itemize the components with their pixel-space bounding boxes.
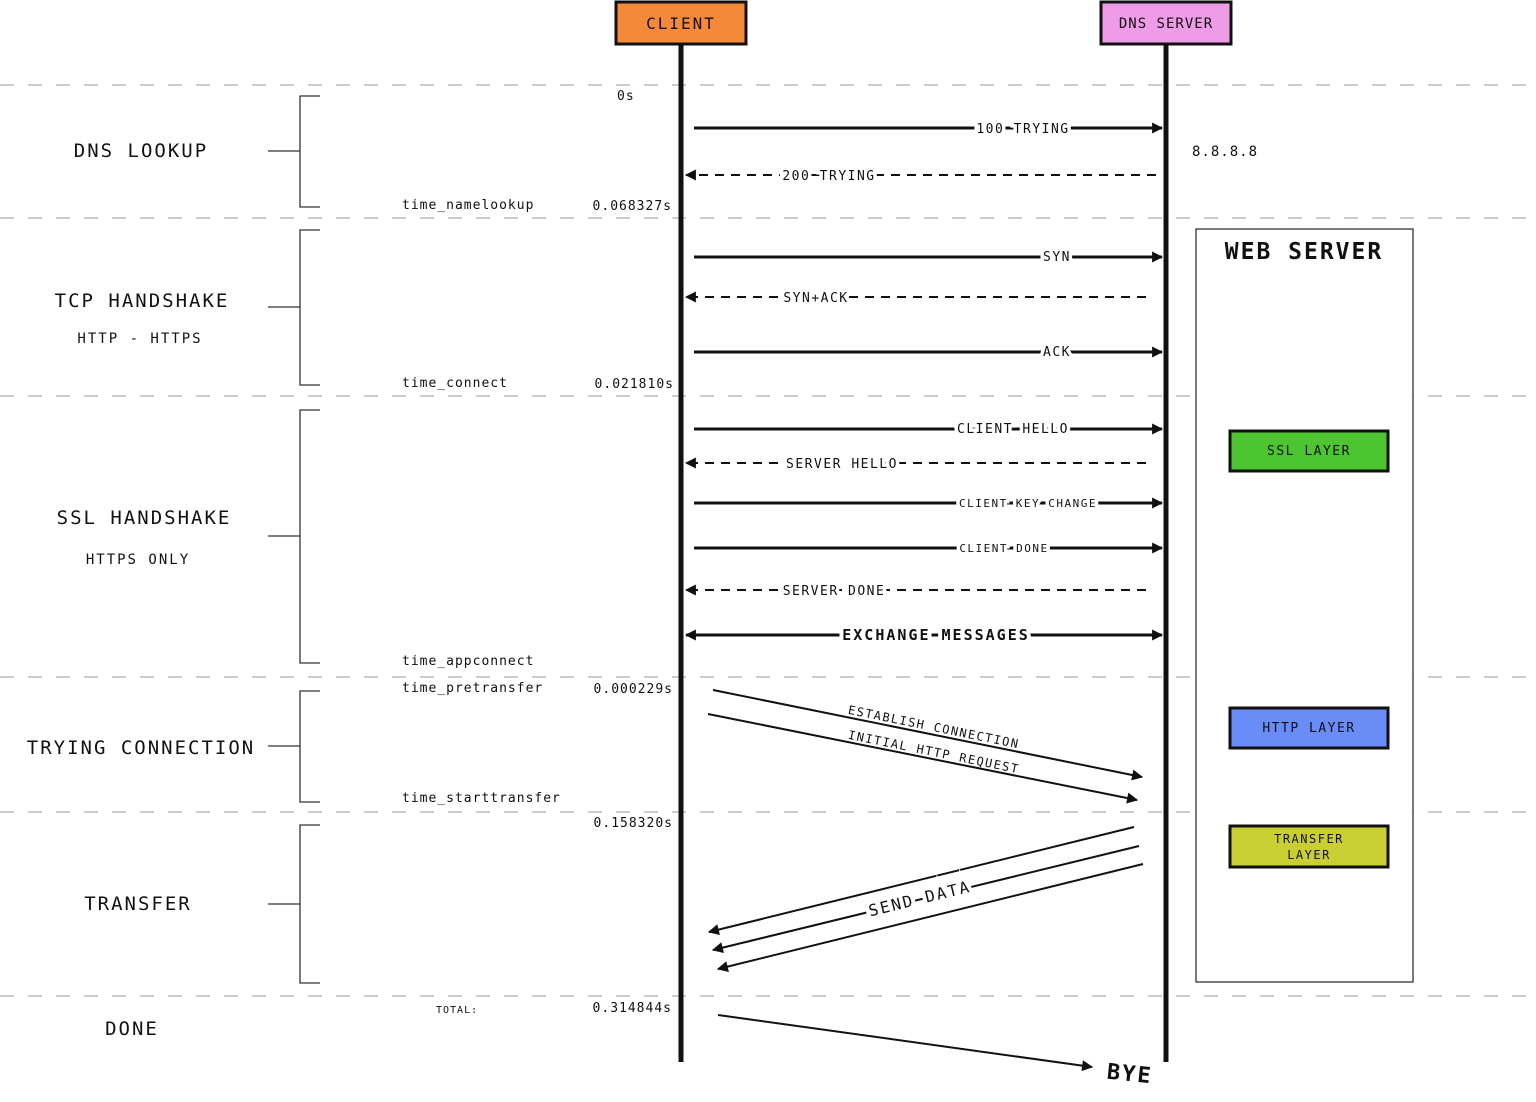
label-client-done: CLIENT DONE xyxy=(959,542,1048,555)
phase-label-transfer: TRANSFER xyxy=(84,893,192,915)
phase-sublabel-ssl-handshake: HTTPS ONLY xyxy=(86,552,190,568)
web-server-box xyxy=(1195,228,1414,983)
dns-server-actor-label: DNS SERVER xyxy=(1119,16,1213,32)
label-dns-response: 200 TRYING xyxy=(782,169,875,184)
metric-label-connect: time_connect xyxy=(402,376,508,391)
ssl-layer-label: SSL LAYER xyxy=(1267,444,1351,459)
metric-label-total: TOTAL: xyxy=(436,1005,478,1016)
label-syn: SYN xyxy=(1043,250,1071,265)
arrow-establish-connection xyxy=(712,689,1144,781)
label-server-hello: SERVER HELLO xyxy=(786,457,898,472)
http-layer-label: HTTP LAYER xyxy=(1262,721,1355,736)
dns-server-actor-box xyxy=(1099,0,1233,46)
arrow-bye xyxy=(717,1014,1094,1072)
metric-value-starttransfer: 0.158320s xyxy=(594,816,673,831)
phase-label-done: DONE xyxy=(105,1018,159,1040)
label-ack: ACK xyxy=(1043,345,1071,360)
arrow-send-data-3 xyxy=(716,863,1144,972)
metric-value-connect: 0.021810s xyxy=(595,377,674,392)
phase-label-dns-lookup: DNS LOOKUP xyxy=(74,140,208,162)
transfer-layer-label-line2: LAYER xyxy=(1287,848,1331,862)
arrow-send-data-2 xyxy=(711,845,1140,953)
message-arrows xyxy=(684,122,1164,1072)
metric-value-total: 0.314844s xyxy=(593,1001,672,1016)
label-client-key-change: CLIENT KEY CHANGE xyxy=(959,497,1097,510)
bracket-transfer xyxy=(268,824,320,984)
label-client-hello: CLIENT HELLO xyxy=(957,422,1069,437)
label-exchange-messages: EXCHANGE MESSAGES xyxy=(842,626,1030,644)
transfer-layer-box xyxy=(1228,824,1390,869)
dns-ip-address: 8.8.8.8 xyxy=(1192,144,1258,160)
metric-label-namelookup: time_namelookup xyxy=(402,198,534,213)
metric-value-pretransfer: 0.000229s xyxy=(594,682,673,697)
bracket-tcp-handshake xyxy=(268,229,320,386)
phase-brackets xyxy=(268,95,320,984)
ssl-layer-box xyxy=(1228,429,1390,473)
metric-label-pretransfer: time_pretransfer xyxy=(402,681,543,696)
web-server-title: WEB SERVER xyxy=(1225,239,1383,265)
phase-label-tcp-handshake: TCP HANDSHAKE xyxy=(55,290,230,312)
label-syn-ack: SYN+ACK xyxy=(783,291,848,306)
transfer-layer-label-line1: TRANSFER xyxy=(1274,832,1344,846)
bracket-dns-lookup xyxy=(268,95,320,208)
label-server-done: SERVER DONE xyxy=(783,584,886,599)
label-dns-request: 100 TRYING xyxy=(976,122,1069,137)
arrow-send-data-1 xyxy=(707,826,1135,935)
label-bye: BYE xyxy=(1106,1060,1154,1090)
message-labels: 100 TRYING 200 TRYING SYN SYN+ACK ACK CL… xyxy=(779,119,1154,1090)
arrow-initial-http-request xyxy=(707,713,1139,804)
metric-label-appconnect: time_appconnect xyxy=(402,654,534,669)
client-actor-label: CLIENT xyxy=(646,14,716,33)
phase-label-trying-connection: TRYING CONNECTION xyxy=(27,737,255,759)
bracket-trying-connection xyxy=(268,690,320,803)
phase-separators xyxy=(0,84,1536,997)
bracket-ssl-handshake xyxy=(268,409,320,664)
phase-label-ssl-handshake: SSL HANDSHAKE xyxy=(57,507,232,529)
client-actor-box xyxy=(614,0,748,46)
metric-value-namelookup: 0.068327s xyxy=(593,199,672,214)
start-time: 0s xyxy=(617,89,635,104)
metric-label-starttransfer: time_starttransfer xyxy=(402,791,561,806)
phase-sublabel-tcp-handshake: HTTP - HTTPS xyxy=(77,331,202,347)
http-layer-box xyxy=(1228,706,1390,750)
label-send-data: SEND DATA xyxy=(867,877,973,920)
